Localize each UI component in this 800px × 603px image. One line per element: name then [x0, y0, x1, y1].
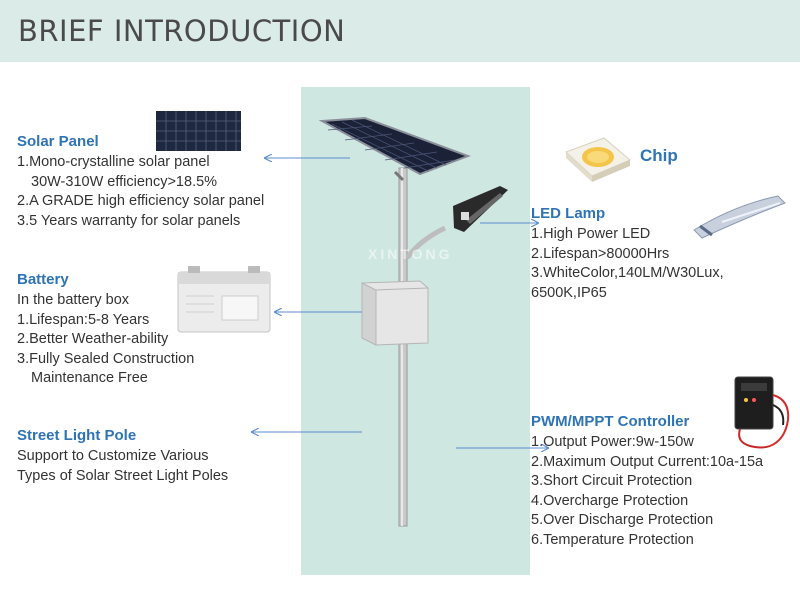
controller-line: 3.Short Circuit Protection [531, 473, 693, 489]
pole-title: Street Light Pole [17, 427, 137, 444]
pole-solar-panel [318, 116, 471, 182]
pole-info: Street Light Pole Support to Customize V… [17, 427, 228, 486]
pole-line: Types of Solar Street Light Poles [17, 467, 229, 484]
led-lamp-line: 6500K,IP65 [531, 284, 607, 301]
solar-panel-thumbnail [156, 111, 241, 151]
pole-battery-box [361, 280, 429, 346]
solar-panel-info: Solar Panel 1.Mono-crystalline solar pan… [17, 133, 264, 231]
battery-line: 1.Lifespan:5-8 Years [17, 311, 150, 328]
solar-panel-line: 3.5 Years warranty for solar panels [17, 212, 241, 229]
led-lamp-line: 2.Lifespan>80000Hrs [531, 245, 670, 262]
chip-thumbnail [565, 137, 631, 182]
lamp-thumbnail [693, 195, 786, 239]
controller-line: 1.Output Power:9w-150w [531, 434, 694, 450]
pole-led-lamp-head [453, 186, 508, 232]
led-lamp-line: 3.WhiteColor,140LM/W30Lux, [531, 265, 724, 281]
solar-panel-line: 2.A GRADE high efficiency solar panel [17, 193, 265, 209]
page-title: BRIEF INTRODUCTION [18, 14, 346, 48]
solar-panel-line: 30W-310W efficiency>18.5% [31, 173, 218, 190]
controller-info: PWM/MPPT Controller 1.Output Power:9w-15… [531, 413, 763, 550]
controller-title: PWM/MPPT Controller [531, 413, 690, 430]
battery-line: 2.Better Weather-ability [17, 331, 169, 347]
controller-line: 2.Maximum Output Current:10a-15a [531, 453, 764, 470]
chip-label: Chip [640, 146, 678, 165]
header-banner: BRIEF INTRODUCTION [0, 0, 800, 62]
battery-thumbnail [177, 266, 271, 333]
controller-line: 4.Overcharge Protection [531, 492, 689, 509]
controller-line: 6.Temperature Protection [531, 531, 694, 548]
watermark-text: XINTONG [368, 246, 453, 262]
controller-line: 5.Over Discharge Protection [531, 512, 714, 528]
solar-panel-line: 1.Mono-crystalline solar panel [17, 154, 210, 170]
battery-info: Battery In the battery box 1.Lifespan:5-… [17, 271, 194, 389]
pole-line: Support to Customize Various [17, 448, 209, 464]
led-lamp-info: LED Lamp 1.High Power LED 2.Lifespan>800… [531, 205, 724, 303]
battery-line: 3.Fully Sealed Construction [17, 350, 195, 367]
controller-thumbnail [734, 376, 790, 449]
battery-line: In the battery box [17, 292, 130, 308]
led-lamp-line: 1.High Power LED [531, 226, 651, 242]
solar-panel-title: Solar Panel [17, 133, 99, 150]
battery-line: Maintenance Free [31, 370, 148, 386]
battery-title: Battery [17, 271, 69, 288]
led-lamp-title: LED Lamp [531, 205, 606, 222]
